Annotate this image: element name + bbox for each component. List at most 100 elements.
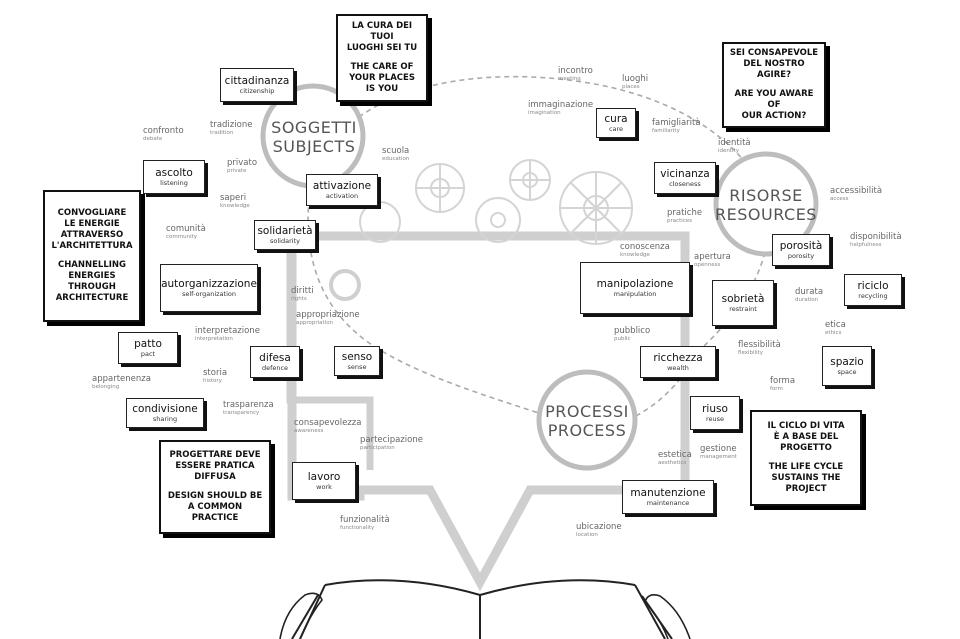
process-circle	[536, 369, 638, 471]
word-en: awareness	[294, 428, 324, 434]
word-en: form	[770, 386, 783, 392]
bubble-patto: patto pact	[118, 332, 178, 364]
bubble-en: restraint	[729, 305, 757, 313]
statement-it: CONVOGLIARE LE ENERGIE ATTRAVERSO L'ARCH…	[51, 208, 133, 251]
bubble-en: reuse	[705, 415, 725, 423]
word-it: luoghi	[622, 74, 649, 84]
bubble-en: work	[316, 483, 332, 491]
statement-care: LA CURA DEI TUOI LUOGHI SEI TU THE CARE …	[336, 14, 428, 102]
word-it: identità	[718, 138, 751, 148]
statement-aware: SEI CONSAPEVOLE DEL NOSTRO AGIRE? ARE YO…	[722, 42, 826, 128]
bubble-it: manipolazione	[596, 278, 674, 290]
hub-resources: RISORSE RESOURCES	[712, 186, 820, 224]
word-it: pubblico	[614, 326, 651, 336]
word-it: gestione	[700, 444, 737, 454]
bubble-en: sense	[347, 363, 367, 371]
word-en: knowledge	[220, 203, 250, 209]
hub-subjects-en: SUBJECTS	[272, 137, 356, 156]
bubble-solidarieta: solidarietà solidarity	[254, 220, 316, 250]
resources-circle	[713, 151, 819, 257]
bubble-it: riuso	[702, 403, 728, 415]
bubble-en: defence	[261, 364, 289, 372]
word-en: debate	[143, 136, 163, 142]
word-it: durata	[795, 287, 824, 297]
gears-icon	[359, 159, 633, 245]
word-en: openness	[694, 262, 721, 268]
bubble-ricchezza: ricchezza wealth	[640, 346, 716, 378]
bubble-it: attivazione	[312, 180, 372, 192]
word-en: imagination	[528, 110, 561, 116]
word-en: familiarity	[652, 128, 680, 134]
word-it: trasparenza	[223, 400, 274, 410]
bubble-en: listening	[160, 179, 188, 187]
bubble-en: recycling	[858, 292, 888, 300]
bubble-it: solidarietà	[257, 225, 313, 237]
bubble-en: activation	[325, 192, 359, 200]
word-en: meeting	[558, 76, 581, 82]
word-it: disponibilità	[850, 232, 902, 242]
bubble-en: solidarity	[270, 237, 300, 245]
word-en: duration	[795, 297, 819, 303]
statement-en: THE CARE OF YOUR PLACES IS YOU	[349, 62, 415, 94]
word-en: ethics	[825, 330, 842, 336]
hub-process: PROCESSI PROCESS	[537, 402, 637, 440]
word-en: private	[227, 168, 247, 174]
hub-process-en: PROCESS	[547, 421, 627, 440]
bubble-cura: cura care	[596, 108, 636, 138]
word-it: consapevolezza	[294, 418, 362, 428]
bubble-en: maintenance	[646, 499, 690, 507]
word-it: partecipazione	[360, 435, 423, 445]
word-en: public	[614, 336, 631, 342]
bubble-it: sobrietà	[721, 293, 765, 305]
house-inner-left-wall	[286, 236, 374, 470]
bubble-en: wealth	[667, 364, 689, 372]
word-en: belonging	[92, 384, 120, 390]
bubble-it: ricchezza	[653, 352, 703, 364]
word-en: flexibility	[738, 350, 764, 356]
bubble-en: sharing	[152, 415, 178, 423]
word-it: immaginazione	[528, 100, 594, 110]
hands-icon	[279, 592, 691, 639]
bubble-difesa: difesa defence	[250, 346, 300, 378]
statement-it: LA CURA DEI TUOI LUOGHI SEI TU	[346, 21, 418, 53]
bubble-senso: senso sense	[334, 346, 380, 376]
word-it: confronto	[143, 126, 184, 136]
hub-process-it: PROCESSI	[545, 402, 629, 421]
statement-en: DESIGN SHOULD BE A COMMON PRACTICE	[167, 491, 263, 523]
statement-it: SEI CONSAPEVOLE DEL NOSTRO AGIRE?	[729, 48, 819, 80]
bubble-it: senso	[341, 351, 373, 363]
statement-lifecycle: IL CICLO DI VITA È A BASE DEL PROGETTO T…	[750, 410, 862, 506]
word-it: pratiche	[667, 208, 703, 218]
open-book-icon	[291, 579, 673, 639]
bubble-it: lavoro	[307, 471, 341, 483]
bubble-lavoro: lavoro work	[292, 462, 356, 500]
bubble-spazio: spazio space	[822, 346, 872, 386]
word-it: saperi	[220, 193, 247, 203]
word-it: estetica	[658, 450, 692, 460]
bubble-it: riciclo	[857, 280, 889, 292]
bubble-it: manutenzione	[630, 487, 706, 499]
statement-en: THE LIFE CYCLE SUSTAINS THE PROJECT	[768, 462, 844, 494]
word-en: access	[830, 196, 849, 202]
bubble-ascolto: ascolto listening	[143, 160, 205, 194]
word-it: flessibilità	[738, 340, 781, 350]
